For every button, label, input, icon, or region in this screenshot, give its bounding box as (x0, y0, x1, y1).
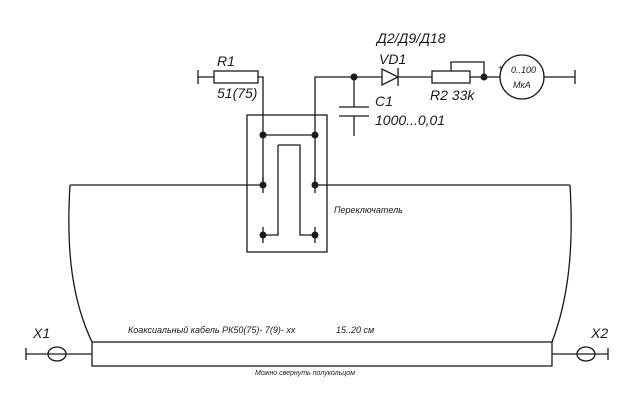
meter-range-label: 0..100 (511, 65, 537, 75)
switch-node (311, 231, 319, 239)
c1-value-label: 1000...0,01 (375, 112, 446, 128)
resistor-r1 (213, 70, 259, 84)
connector-x1 (47, 346, 67, 362)
resistor-r2 (431, 70, 471, 84)
r1-value-label: 51(75) (217, 85, 258, 101)
vd1-label: VD1 (379, 51, 407, 67)
capacitor-c1 (339, 106, 369, 117)
r2-label: R2 33k (430, 87, 475, 103)
c1-label: C1 (375, 93, 393, 109)
switch-cross-link (262, 134, 316, 185)
loop-right-arc (551, 184, 572, 343)
cable-note-label: Можно свернуть полукольцом (255, 370, 355, 377)
meter-right-lead (544, 70, 576, 84)
switch-label: Переключатель (334, 205, 403, 215)
connector-x2 (576, 346, 596, 362)
x2-label: X2 (591, 325, 609, 341)
coaxial-cable (91, 341, 553, 367)
diode-vd1 (381, 67, 400, 87)
junction-r2-wiper (480, 73, 488, 81)
diode-types-label: Д2/Д9/Д18 (377, 30, 446, 46)
r1-label: R1 (217, 53, 235, 69)
switch-node (311, 181, 319, 189)
microammeter (499, 54, 545, 100)
loop-left-arc (68, 184, 93, 343)
switch-box (246, 114, 328, 253)
switch-node (311, 131, 319, 139)
switch-node (259, 231, 267, 239)
cable-label: Коаксиальный кабель РК50(75)- 7(9)- хх (128, 325, 296, 335)
junction-c1-top (350, 73, 358, 81)
switch-node (259, 131, 267, 139)
meter-unit-label: МкА (513, 80, 531, 90)
top-signal-wire (314, 76, 382, 134)
switch-node (259, 181, 267, 189)
r1-right-wire (258, 76, 264, 134)
meter-plus-label: + (498, 63, 504, 73)
r2-wiper (450, 61, 485, 77)
r1-left-lead (197, 70, 214, 84)
cable-length-label: 15..20 см (336, 325, 375, 335)
switch-inner-bridge (263, 144, 315, 236)
x1-label: X1 (33, 325, 51, 341)
